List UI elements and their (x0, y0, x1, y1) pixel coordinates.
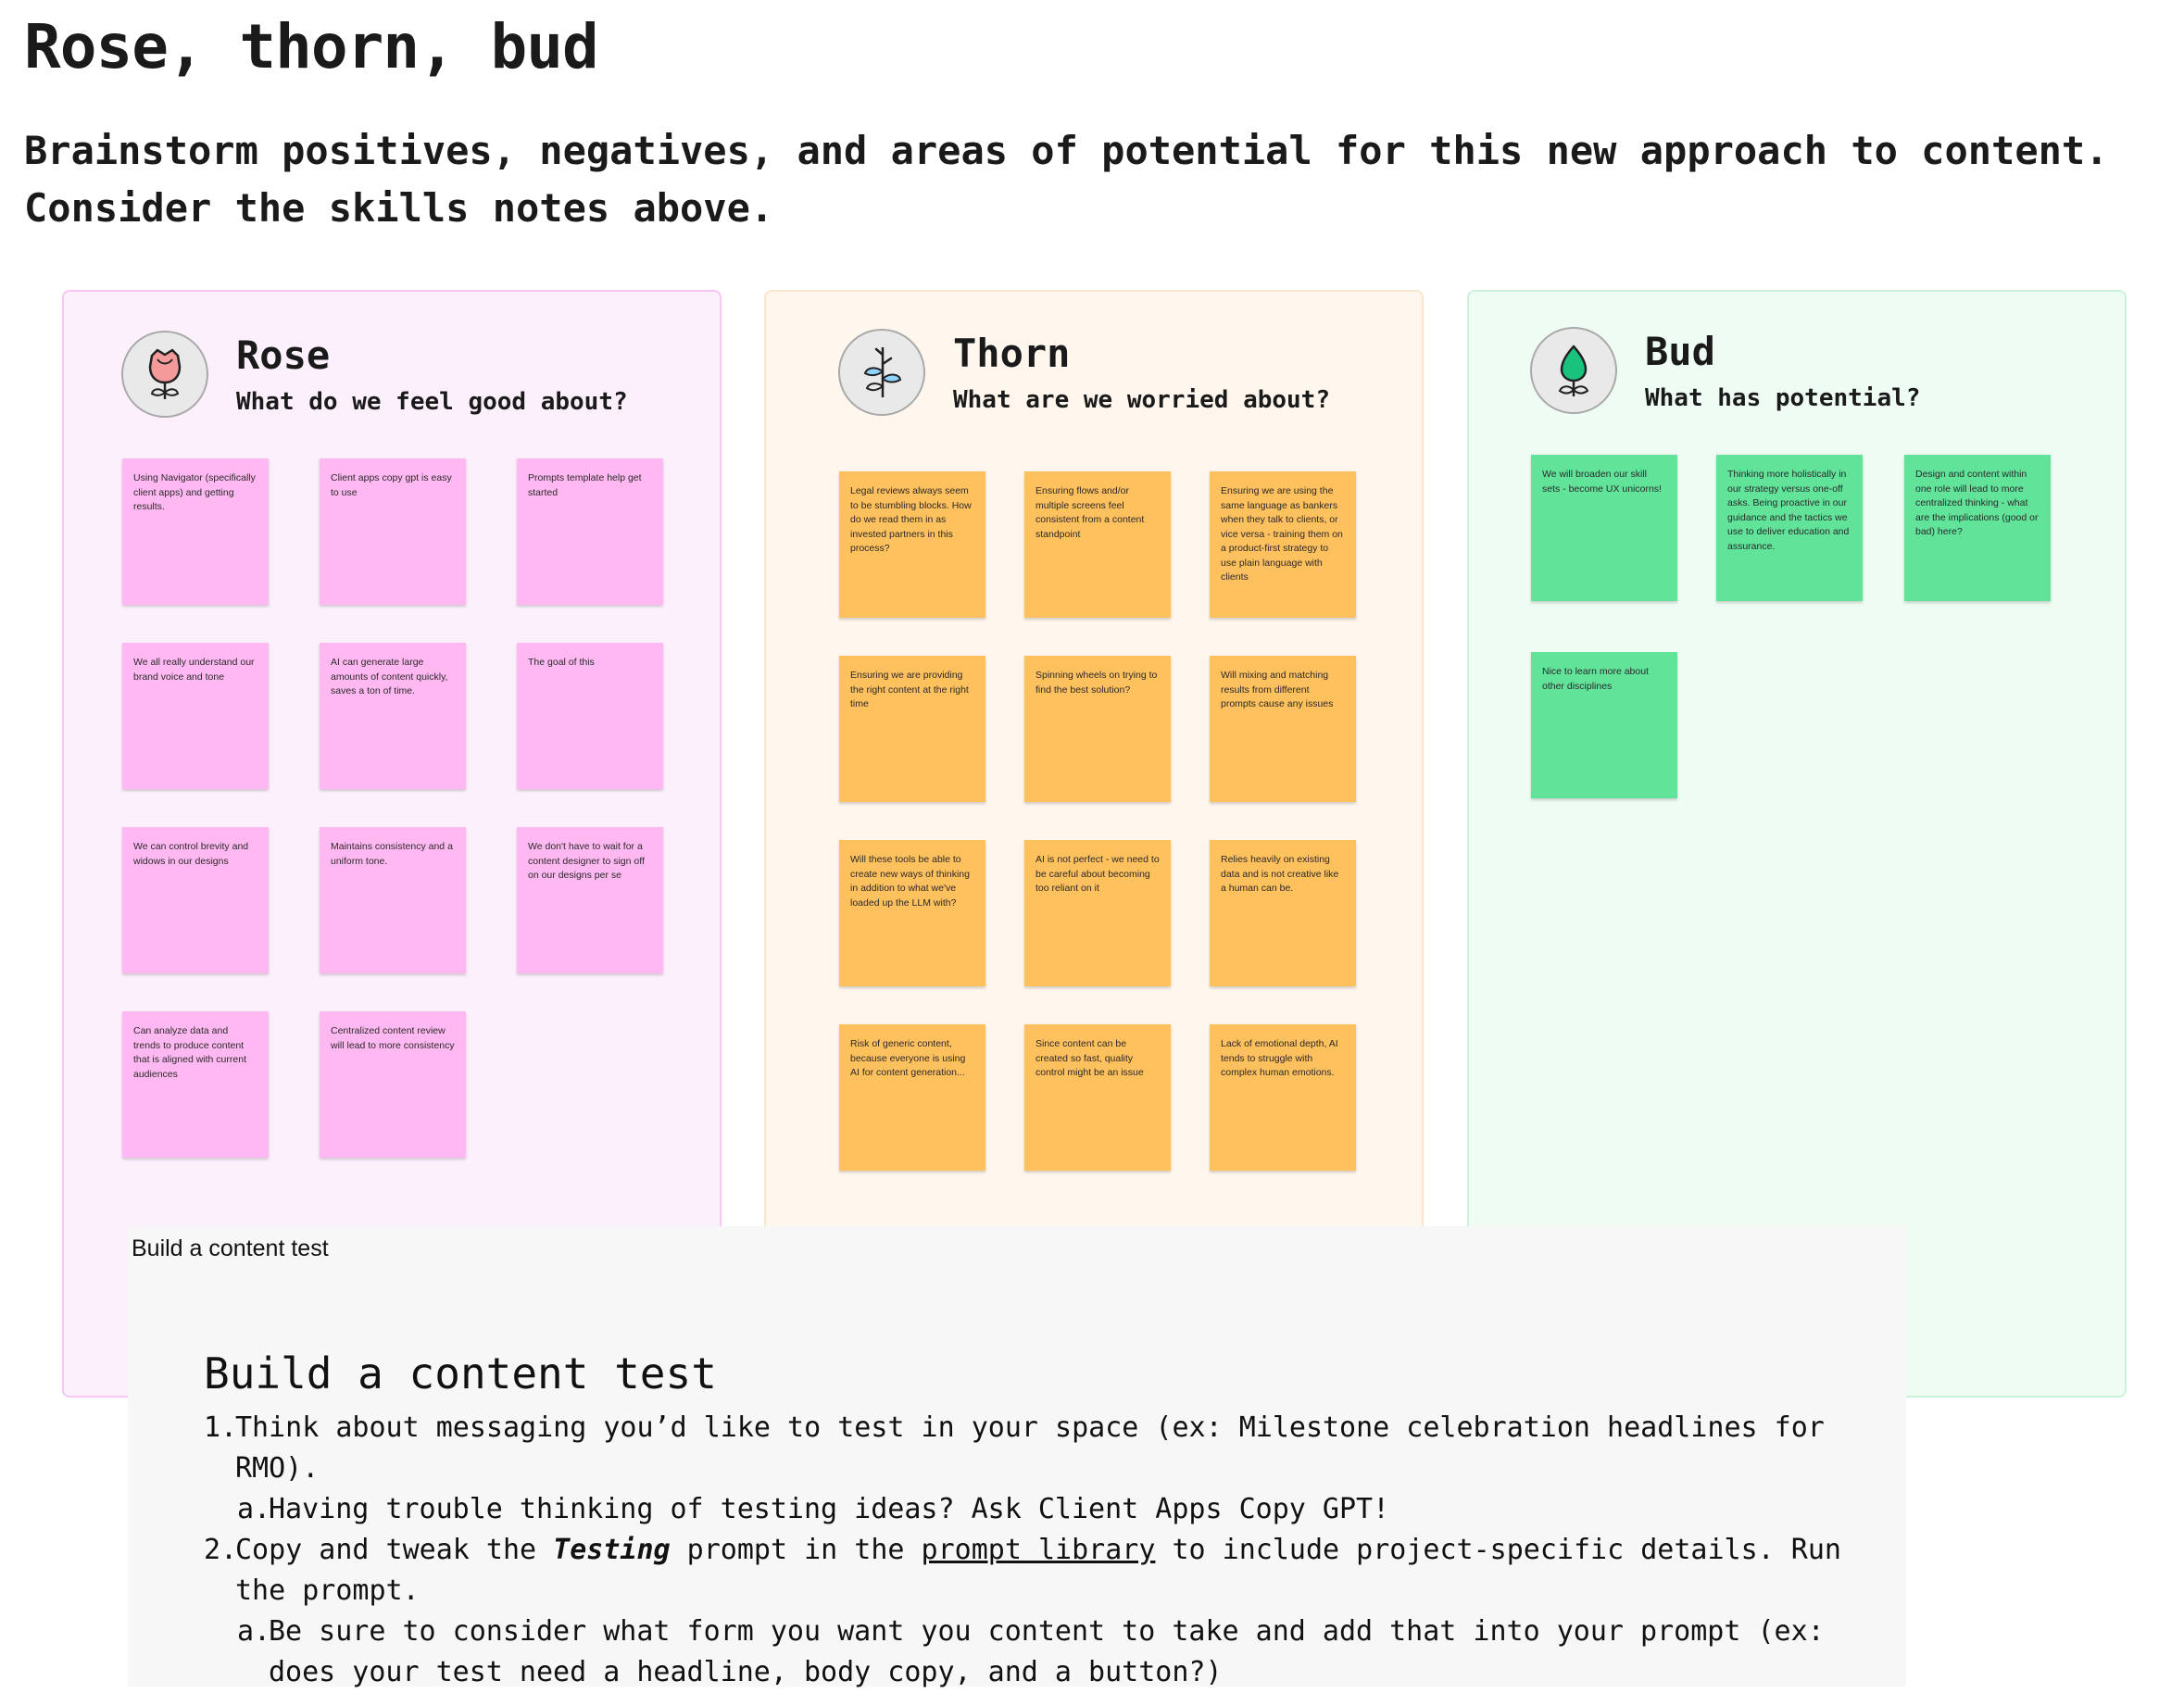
thorn-icon (838, 329, 925, 416)
step-2-text-pre: Copy and tweak the (235, 1534, 554, 1566)
sticky-note[interactable]: Ensuring we are providing the right cont… (839, 656, 985, 802)
content-test-card[interactable]: Build a content test Build a content tes… (128, 1226, 1906, 1688)
content-test-steps: 1. Think about messaging you’d like to t… (204, 1408, 1899, 1693)
thorn-question: What are we worried about? (953, 386, 1330, 414)
sticky-note[interactable]: Using Navigator (specifically client app… (122, 458, 269, 605)
step-1a-text: Having trouble thinking of testing ideas… (269, 1493, 1390, 1525)
sticky-note[interactable]: We don't have to wait for a content desi… (517, 827, 663, 973)
content-test-heading: Build a content test (204, 1348, 717, 1398)
step-1a: a. Having trouble thinking of testing id… (237, 1489, 1899, 1530)
step-2a-marker: a. (237, 1615, 271, 1648)
step-1a-marker: a. (237, 1493, 271, 1525)
sticky-note[interactable]: Maintains consistency and a uniform tone… (320, 827, 466, 973)
sticky-note[interactable]: Centralized content review will lead to … (320, 1011, 466, 1158)
step-1-text: Think about messaging you’d like to test… (235, 1411, 1825, 1485)
step-2-marker: 2. (204, 1534, 238, 1566)
sticky-note[interactable]: Ensuring we are using the same language … (1210, 471, 1356, 618)
sticky-note[interactable]: Nice to learn more about other disciplin… (1531, 652, 1677, 798)
sticky-note[interactable]: AI can generate large amounts of content… (320, 643, 466, 789)
sticky-note[interactable]: AI is not perfect - we need to be carefu… (1024, 840, 1171, 986)
page-subtitle: Brainstorm positives, negatives, and are… (24, 128, 2109, 231)
sticky-note[interactable]: Since content can be created so fast, qu… (1024, 1024, 1171, 1171)
step-2a: a. Be sure to consider what form you wan… (237, 1611, 1899, 1693)
sticky-note[interactable]: Thinking more holistically in our strate… (1716, 455, 1863, 601)
step-1-marker: 1. (204, 1411, 238, 1444)
content-test-label: Build a content test (132, 1235, 329, 1261)
bud-icon (1530, 327, 1617, 414)
step-1: 1. Think about messaging you’d like to t… (204, 1408, 1899, 1489)
step-2a-text: Be sure to consider what form you want y… (269, 1615, 1825, 1688)
sticky-note[interactable]: The goal of this (517, 643, 663, 789)
prompt-library-link[interactable]: prompt library (921, 1534, 1156, 1566)
sticky-note[interactable]: We will broaden our skill sets - become … (1531, 455, 1677, 601)
bud-question: What has potential? (1645, 384, 1921, 412)
thorn-title: Thorn (953, 331, 1071, 376)
page-title: Rose, thorn, bud (24, 11, 599, 82)
step-2: 2. Copy and tweak the Testing prompt in … (204, 1530, 1899, 1611)
step-2-text-post: to include project-specific details. Run… (235, 1534, 1841, 1607)
sticky-note[interactable]: Risk of generic content, because everyon… (839, 1024, 985, 1171)
sticky-note[interactable]: Lack of emotional depth, AI tends to str… (1210, 1024, 1356, 1171)
sticky-note[interactable]: We all really understand our brand voice… (122, 643, 269, 789)
sticky-note[interactable]: Ensuring flows and/or multiple screens f… (1024, 471, 1171, 618)
sticky-note[interactable]: Spinning wheels on trying to find the be… (1024, 656, 1171, 802)
sticky-note[interactable]: Will mixing and matching results from di… (1210, 656, 1356, 802)
step-2-text-mid: prompt in the (670, 1534, 922, 1566)
rose-question: What do we feel good about? (236, 388, 628, 416)
sticky-note[interactable]: Will these tools be able to create new w… (839, 840, 985, 986)
sticky-note[interactable]: We can control brevity and widows in our… (122, 827, 269, 973)
sticky-note[interactable]: Can analyze data and trends to produce c… (122, 1011, 269, 1158)
sticky-note[interactable]: Design and content within one role will … (1904, 455, 2051, 601)
sticky-note[interactable]: Prompts template help get started (517, 458, 663, 605)
thorn-panel[interactable]: Thorn What are we worried about? Legal r… (764, 290, 1424, 1398)
rose-title: Rose (236, 332, 331, 378)
testing-prompt-name: Testing (553, 1534, 671, 1566)
bud-panel[interactable]: Bud What has potential? We will broaden … (1467, 290, 2127, 1398)
sticky-note[interactable]: Client apps copy gpt is easy to use (320, 458, 466, 605)
sticky-note[interactable]: Relies heavily on existing data and is n… (1210, 840, 1356, 986)
rose-panel[interactable]: Rose What do we feel good about? Using N… (62, 290, 722, 1398)
rose-icon (121, 331, 208, 418)
bud-title: Bud (1645, 329, 1715, 374)
sticky-note[interactable]: Legal reviews always seem to be stumblin… (839, 471, 985, 618)
